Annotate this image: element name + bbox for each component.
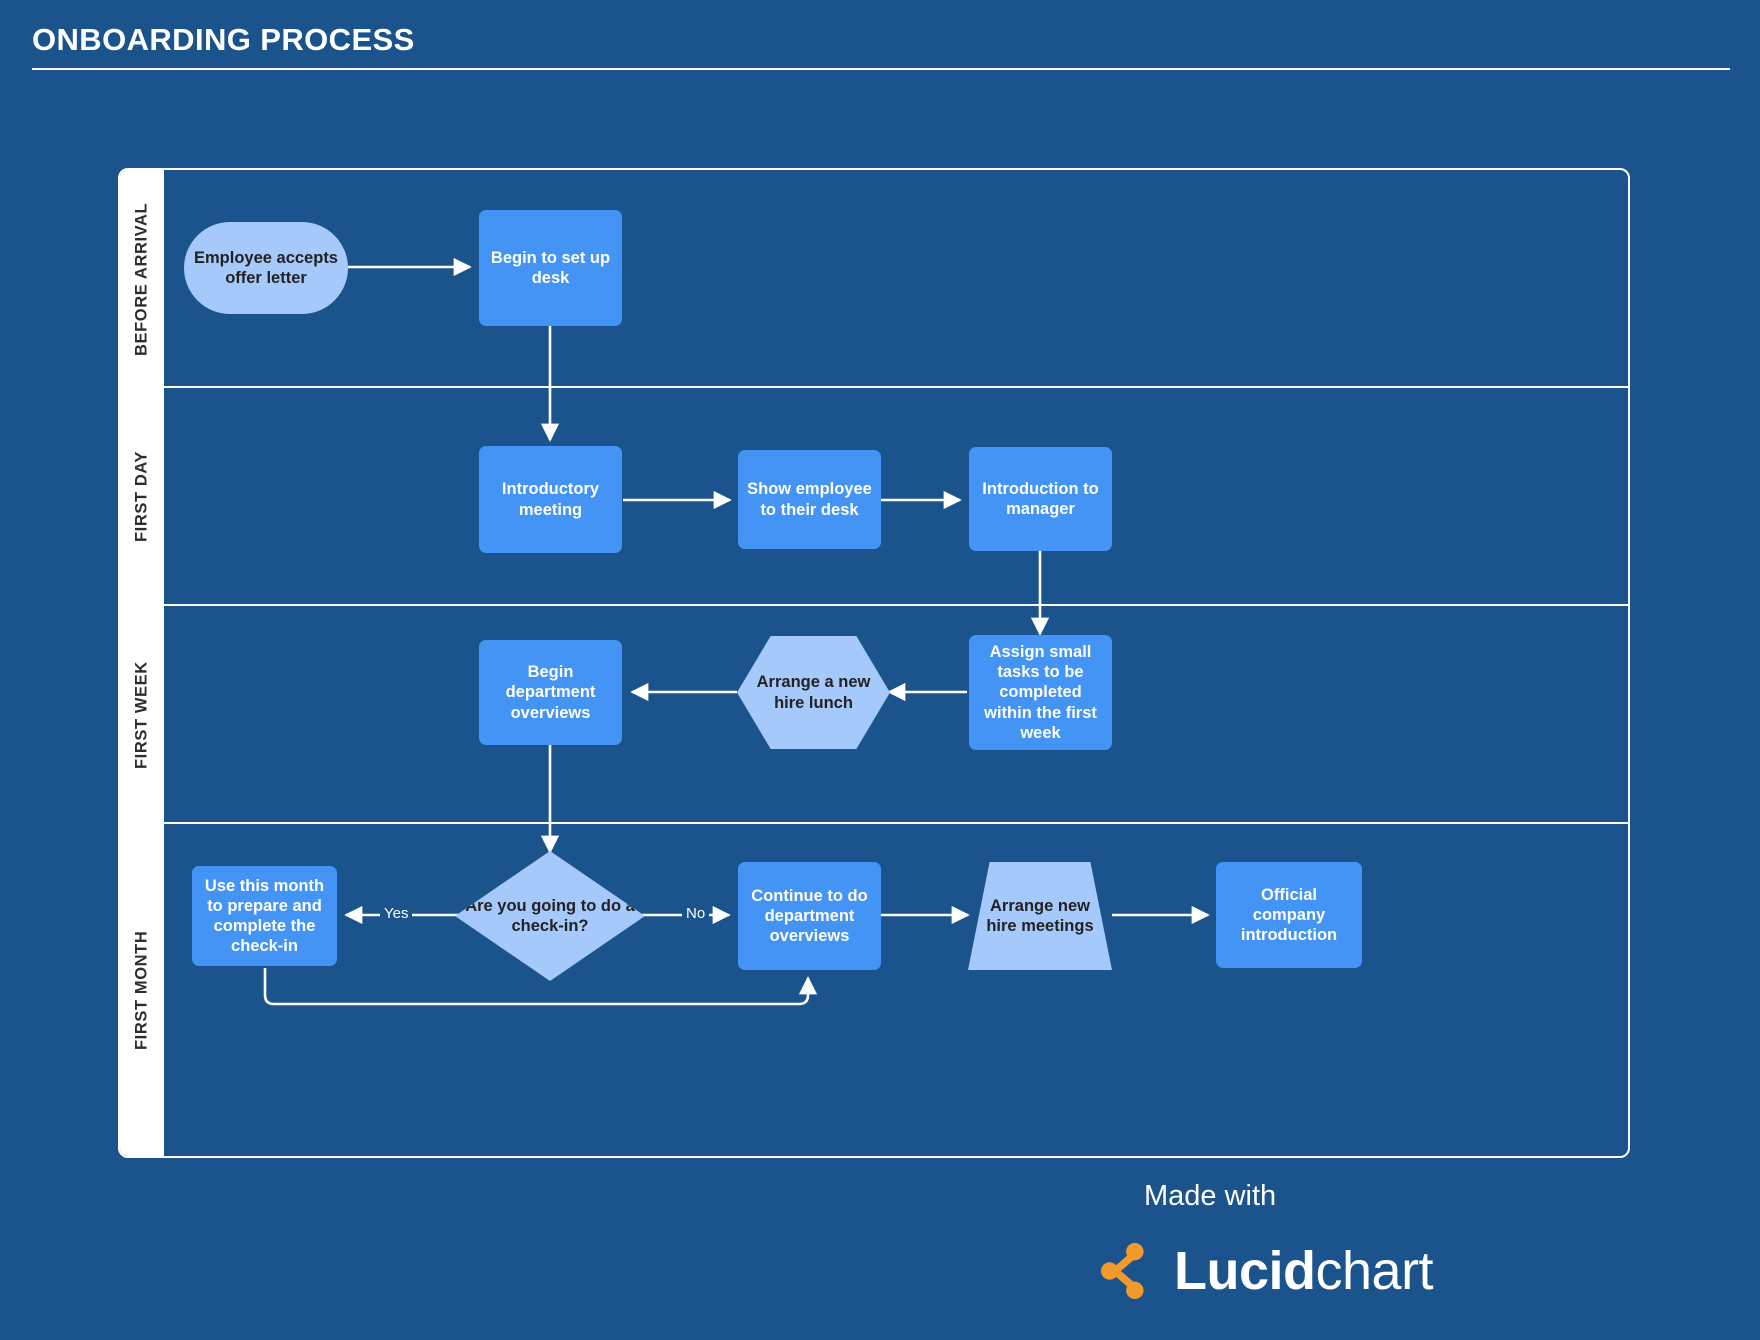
node-label: Introduction to manager <box>982 479 1099 518</box>
node-use-this-month-to-prepare[interactable]: Use this month to prepare and complete t… <box>192 866 337 966</box>
node-arrange-new-hire-meetings[interactable]: Arrange new hire meetings <box>968 862 1112 970</box>
node-label: Assign small tasks to be completed withi… <box>984 643 1097 742</box>
lane-header-band <box>120 170 164 1156</box>
node-official-company-introduction[interactable]: Official company introduction <box>1216 862 1362 968</box>
lane-label-before-arrival: BEFORE ARRIVAL <box>132 202 151 356</box>
lucidchart-mark-icon <box>1100 1242 1144 1300</box>
edge-label-no: No <box>682 905 710 922</box>
node-begin-to-set-up-desk[interactable]: Begin to set up desk <box>479 210 622 326</box>
page-title: ONBOARDING PROCESS <box>32 22 415 57</box>
lane-row-first-month <box>164 824 1628 1156</box>
title-divider <box>32 68 1730 70</box>
node-label: Continue to do department overviews <box>751 886 868 946</box>
node-label: Arrange new hire meetings <box>986 896 1094 935</box>
node-arrange-a-new-hire-lunch[interactable]: Arrange a new hire lunch <box>737 636 890 749</box>
swimlane-frame: BEFORE ARRIVAL FIRST DAY FIRST WEEK FIRS… <box>118 168 1630 1158</box>
lucidchart-wordmark: Lucidchart <box>1174 1240 1434 1302</box>
node-introduction-to-manager[interactable]: Introduction to manager <box>969 447 1112 551</box>
lane-row-before-arrival <box>164 170 1628 388</box>
node-label: Employee accepts offer letter <box>194 248 338 287</box>
lane-row-first-week <box>164 606 1628 824</box>
title-bar: ONBOARDING PROCESS <box>32 22 1732 70</box>
node-assign-small-tasks[interactable]: Assign small tasks to be completed withi… <box>969 635 1112 750</box>
node-label: Official company introduction <box>1240 885 1338 945</box>
node-label: Show employee to their desk <box>747 480 872 519</box>
logo-word-lucid: Lucid <box>1174 1241 1316 1301</box>
node-continue-department-overviews[interactable]: Continue to do department overviews <box>738 862 881 970</box>
lane-label-first-week: FIRST WEEK <box>132 661 151 769</box>
node-employee-accepts-offer-letter[interactable]: Employee accepts offer letter <box>184 222 348 314</box>
node-label: Are you going to do a check-in? <box>465 896 635 935</box>
edge-label-yes: Yes <box>380 905 413 922</box>
node-label: Begin to set up desk <box>490 248 611 287</box>
node-label: Use this month to prepare and complete t… <box>204 876 325 956</box>
lane-label-first-month: FIRST MONTH <box>132 930 151 1050</box>
node-begin-department-overviews[interactable]: Begin department overviews <box>479 640 622 745</box>
lane-row-first-day <box>164 388 1628 606</box>
node-label: Begin department overviews <box>505 663 596 722</box>
lane-label-first-day: FIRST DAY <box>132 451 151 543</box>
node-label: Introductory meeting <box>501 480 600 519</box>
node-label: Arrange a new hire lunch <box>756 673 871 712</box>
lucidchart-logo: Lucidchart <box>1098 1240 1434 1302</box>
node-introductory-meeting[interactable]: Introductory meeting <box>479 446 622 553</box>
node-show-employee-to-their-desk[interactable]: Show employee to their desk <box>738 450 881 549</box>
made-with-label: Made with <box>1144 1180 1277 1212</box>
logo-word-chart: chart <box>1315 1241 1434 1301</box>
